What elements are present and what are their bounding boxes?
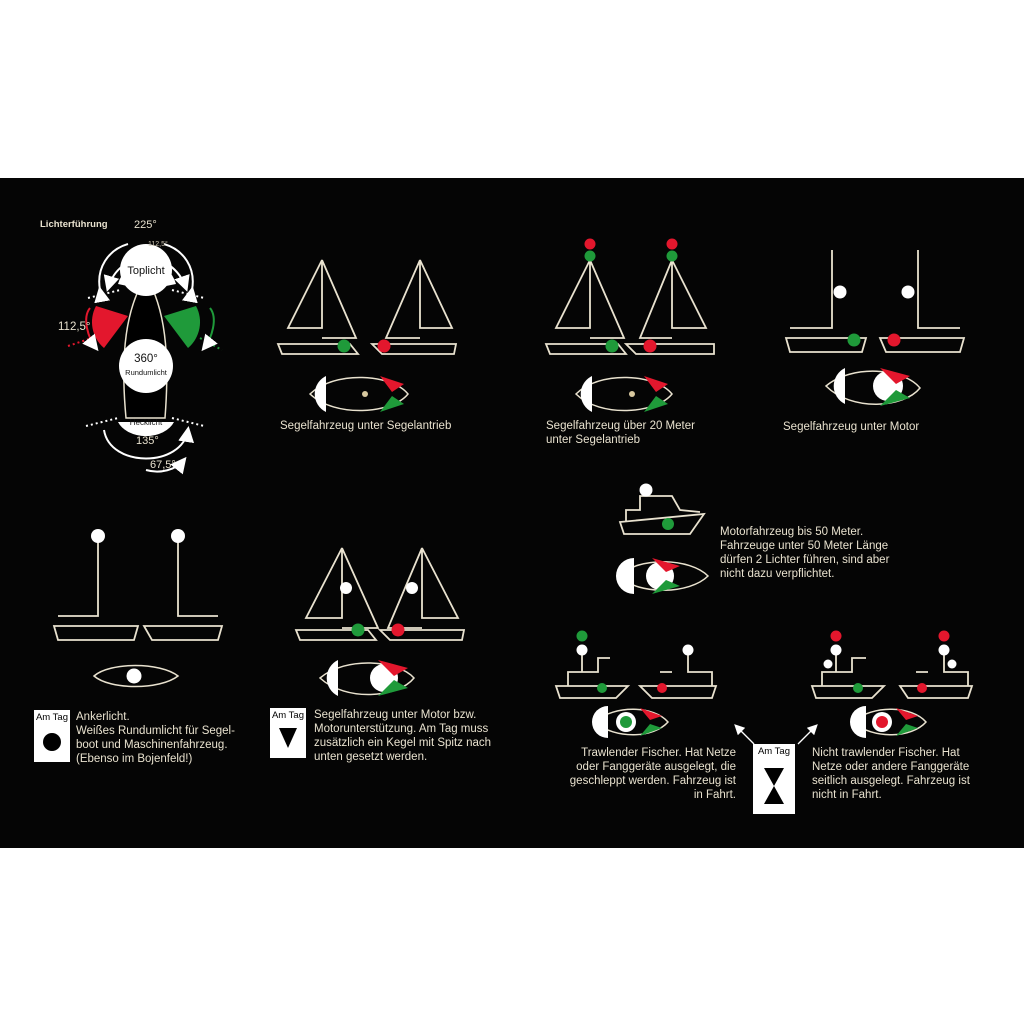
sail-under-motor-side-view (784, 250, 966, 353)
non-trawler-side-view (810, 654, 974, 699)
sail-under-sail-top-view (308, 376, 409, 412)
caption-motor-50: Motorfahrzeug bis 50 Meter. Fahrzeuge un… (720, 526, 890, 580)
day-signal-anchor: Am Tag (34, 710, 70, 762)
angle-135-label: 135° (136, 435, 159, 447)
stern-light-label: Hecklicht (129, 418, 163, 427)
trawler-top-view (592, 706, 669, 738)
ball-icon (43, 733, 61, 751)
sail-under-motor-top-view (824, 368, 921, 406)
top-light-label: Toplicht (127, 265, 165, 277)
anchor-top-view (92, 664, 180, 688)
lights-illustration (52, 238, 974, 745)
caption-sail-under-motor: Segelfahrzeug unter Motor (783, 421, 920, 433)
motor-assist-side-view (294, 547, 466, 641)
angle-67-label: 67,5° (150, 459, 176, 471)
all-round-angle-label: 360° (134, 353, 158, 365)
cone-down-icon (279, 728, 297, 748)
sail-over-20-top-view (574, 376, 673, 412)
caption-non-trawler: Nicht trawlender Fischer. Hat Netze oder… (812, 747, 970, 801)
day-signal-label: Am Tag (271, 710, 305, 721)
angle-112-top-label: 112,5° (148, 241, 168, 248)
day-signal-label: Am Tag (35, 712, 69, 723)
fishing-signal-arrows (734, 724, 818, 745)
port-light-sector (91, 306, 128, 348)
all-round-light-label: Rundumlicht (125, 368, 167, 377)
diagram-heading: Lichterführung (40, 219, 108, 230)
two-cones-icon (764, 768, 784, 804)
caption-motor-assist: Segelfahrzeug unter Motor bzw. Motorunte… (314, 709, 492, 763)
motor-assist-top-view (318, 660, 415, 696)
motor-50-top-view (616, 558, 710, 594)
light-chart-panel: Lichterführung 225° 112,5° Toplicht 112,… (0, 178, 1024, 848)
motor-50-side-view (618, 495, 706, 535)
sail-over-20-side-view (544, 259, 715, 355)
sail-under-sail-side-view (276, 259, 458, 355)
all-round-light-icon (119, 339, 173, 393)
non-trawler-top-view (850, 706, 927, 738)
top-light-icon (120, 244, 172, 296)
trawler-side-view (554, 654, 718, 699)
day-signal-label: Am Tag (757, 746, 791, 757)
caption-trawler: Trawlender Fischer. Hat Netze oder Fangg… (569, 747, 736, 801)
anchor-side-view (52, 540, 224, 641)
day-signal-motor-assist: Am Tag (270, 708, 306, 758)
caption-anchor: Ankerlicht. Weißes Rundumlicht für Segel… (76, 711, 235, 765)
angle-112-side-label: 112,5° (58, 321, 91, 333)
caption-sail-under-sail: Segelfahrzeug unter Segelantrieb (280, 420, 452, 432)
day-signal-fishing: Am Tag (753, 744, 795, 814)
stern-light-sector (118, 422, 174, 437)
sector-lights (82, 244, 218, 437)
starboard-light-sector (164, 306, 201, 348)
angle-225-label: 225° (134, 219, 157, 231)
caption-sail-over-20: Segelfahrzeug über 20 Meter unter Segela… (546, 420, 695, 446)
